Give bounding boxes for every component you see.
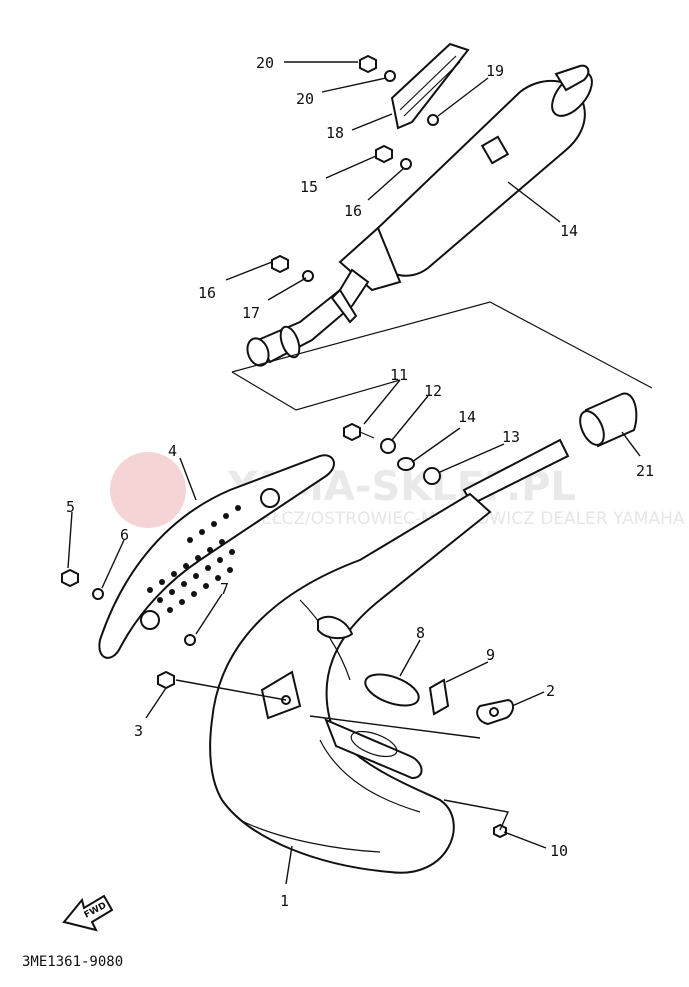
part-code: 3ME1361-9080 — [22, 954, 123, 970]
label-11: 11 — [390, 366, 408, 384]
joint-parts — [343, 392, 638, 506]
label-20-upper: 20 — [296, 90, 314, 108]
fwd-arrow: FWD — [62, 894, 114, 932]
part-number-labels: 20 20 19 18 15 16 14 16 17 11 12 14 13 2… — [66, 54, 654, 910]
label-5: 5 — [66, 498, 75, 516]
label-4: 4 — [168, 442, 177, 460]
label-3: 3 — [134, 722, 143, 740]
label-16-upper: 15 — [300, 178, 318, 196]
label-9: 9 — [486, 646, 495, 664]
label-16-lower: 16 — [198, 284, 216, 302]
label-19: 20 — [256, 54, 274, 72]
label-1: 1 — [280, 892, 289, 910]
label-6: 6 — [120, 526, 129, 544]
label-17-lower: 17 — [242, 304, 260, 322]
label-2: 2 — [546, 682, 555, 700]
forward-arrow-icon — [62, 894, 114, 932]
label-13: 13 — [502, 428, 520, 446]
label-7: 7 — [220, 580, 229, 598]
label-12: 12 — [424, 382, 442, 400]
label-8: 8 — [416, 624, 425, 642]
label-15: 14 — [560, 222, 578, 240]
watermark-logo-icon — [110, 452, 186, 528]
label-18: 18 — [326, 124, 344, 142]
label-17-upper: 16 — [344, 202, 362, 220]
leader-lines — [67, 61, 641, 885]
label-20-right: 19 — [486, 62, 504, 80]
label-21: 21 — [636, 462, 654, 480]
heat-guard — [61, 454, 335, 659]
expansion-chamber — [157, 492, 514, 874]
label-10: 10 — [550, 842, 568, 860]
muffler-assembly — [231, 42, 653, 411]
label-14: 14 — [458, 408, 476, 426]
